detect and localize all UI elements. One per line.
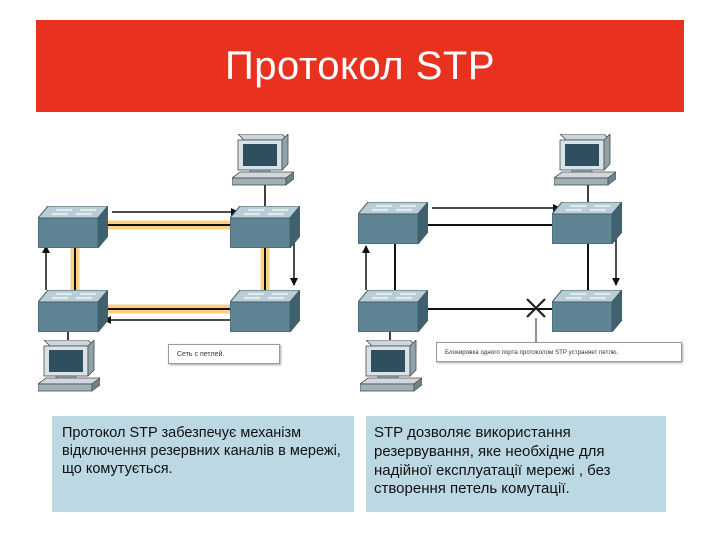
computer-icon [554, 134, 616, 186]
network-switch-icon [230, 290, 300, 332]
title-banner: Протокол STP [36, 20, 684, 112]
network-switch-icon [230, 206, 300, 248]
network-switch-icon [552, 202, 622, 244]
computer-icon [360, 340, 422, 392]
right-callout: Блокировка одного порта протоколом STP у… [436, 342, 682, 362]
network-switch-icon [358, 202, 428, 244]
blocked-port-icon [526, 298, 546, 344]
network-switch-icon [358, 290, 428, 332]
left-note: Протокол STP забезпечує механізм відключ… [52, 416, 354, 512]
left-note-text: Протокол STP забезпечує механізм відключ… [62, 425, 341, 478]
page-title: Протокол STP [224, 43, 496, 88]
network-switch-icon [38, 290, 108, 332]
left-callout: Сеть с петлей. [168, 344, 280, 364]
right-arrows [362, 204, 620, 290]
computer-icon [38, 340, 100, 392]
right-note: STP дозволяє використання резервування, … [366, 416, 666, 512]
right-note-text: STP дозволяє використання резервування, … [374, 424, 611, 498]
right-callout-text: Блокировка одного порта протоколом STP у… [445, 348, 619, 356]
network-switch-icon [552, 290, 622, 332]
network-switch-icon [38, 206, 108, 248]
left-callout-text: Сеть с петлей. [177, 350, 225, 358]
computer-icon [232, 134, 294, 186]
